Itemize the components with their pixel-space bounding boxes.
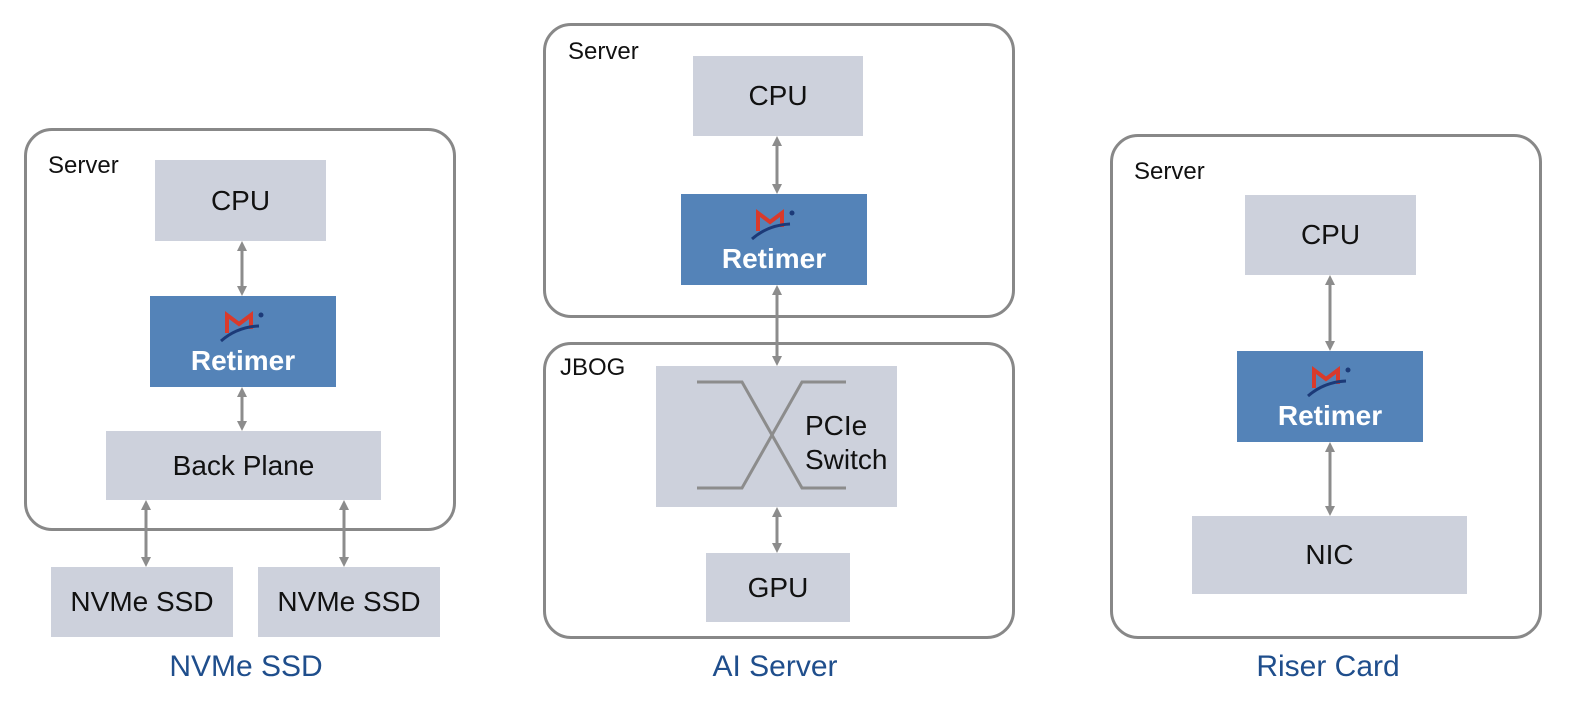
- retimer-logo-icon: [751, 208, 795, 240]
- ai-gpu-box: GPU: [706, 553, 850, 622]
- riser-caption: Riser Card: [1256, 650, 1400, 683]
- riser-nic-box: NIC: [1192, 516, 1467, 594]
- riser-server-label: Server: [1134, 158, 1205, 185]
- nvme-caption: NVMe SSD: [169, 650, 323, 683]
- ai-server-label: Server: [568, 38, 639, 65]
- ai-retimer-box: Retimer: [681, 194, 867, 285]
- ai-pcie-switch-line2: Switch: [805, 443, 888, 475]
- nvme-server-label: Server: [48, 152, 119, 179]
- ai-caption: AI Server: [712, 650, 838, 683]
- nvme-cpu-box: CPU: [155, 160, 326, 241]
- retimer-logo-icon: [220, 310, 264, 342]
- nvme-server-frame: [24, 128, 456, 531]
- ai-pcie-switch-line1: PCIe: [805, 410, 868, 441]
- riser-server-frame: [1110, 134, 1542, 639]
- riser-retimer-label: Retimer: [1277, 399, 1383, 431]
- ai-jbog-label: JBOG: [560, 354, 626, 381]
- nvme-ssd-right-box: NVMe SSD: [258, 567, 440, 637]
- riser-cpu-box: CPU: [1245, 195, 1416, 275]
- retimer-logo-icon: [1307, 365, 1351, 397]
- nvme-retimer-box: Retimer: [150, 296, 336, 387]
- ai-retimer-label: Retimer: [721, 242, 827, 274]
- nvme-ssd-left-box: NVMe SSD: [51, 567, 233, 637]
- riser-retimer-box: Retimer: [1237, 351, 1423, 442]
- nvme-backplane-box: Back Plane: [106, 431, 381, 500]
- ai-cpu-box: CPU: [693, 56, 863, 136]
- ai-pcie-switch-label: PCIe Switch: [805, 409, 887, 476]
- nvme-retimer-label: Retimer: [190, 344, 296, 376]
